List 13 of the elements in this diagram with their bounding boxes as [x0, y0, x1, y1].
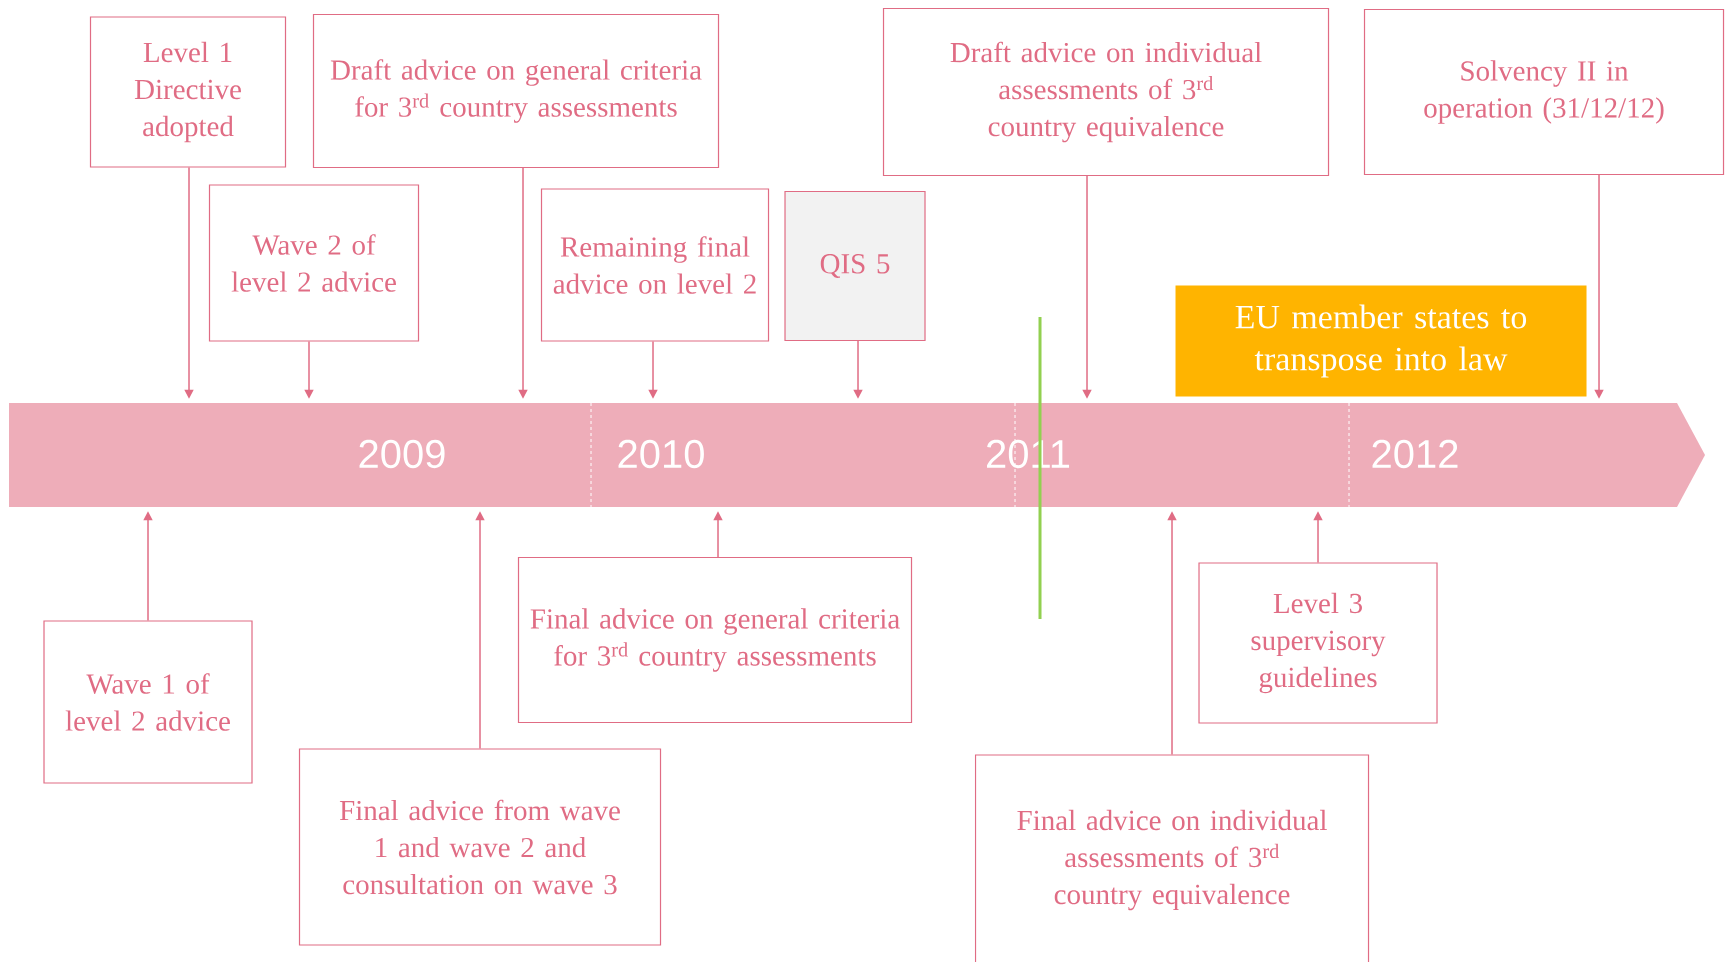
text-box: Wave 2 of level 2 advice: [208, 184, 420, 342]
highlight-box: EU member states to transpose into law: [1175, 285, 1587, 397]
text-box: Draft advice on individual assessments of 3$^{rd}$ country equivalence: [882, 7, 1330, 177]
text-box: Final advice on individual assessments of 3$^{rd}$ country equivalence: [974, 754, 1370, 962]
text-box: Level 1 Directive adopted: [89, 16, 287, 168]
text-box: Final advice from wave 1 and wave 2 and consultation on wave 3: [298, 748, 662, 946]
text-box: Wave 1 of level 2 advice: [43, 620, 253, 784]
text-box: Final advice on general criteria for 3$^{rd}$ country assessments: [517, 556, 913, 724]
text-box: Level 3 supervisory guidelines: [1198, 562, 1438, 724]
text-box: Draft advice on general criteria for 3$^{rd}$ country assessments: [312, 13, 720, 169]
text-box: Solvency II in operation (31/12/12): [1363, 8, 1725, 176]
text-box: QIS 5: [784, 190, 926, 342]
text-box: Remaining final advice on level 2: [540, 188, 770, 342]
